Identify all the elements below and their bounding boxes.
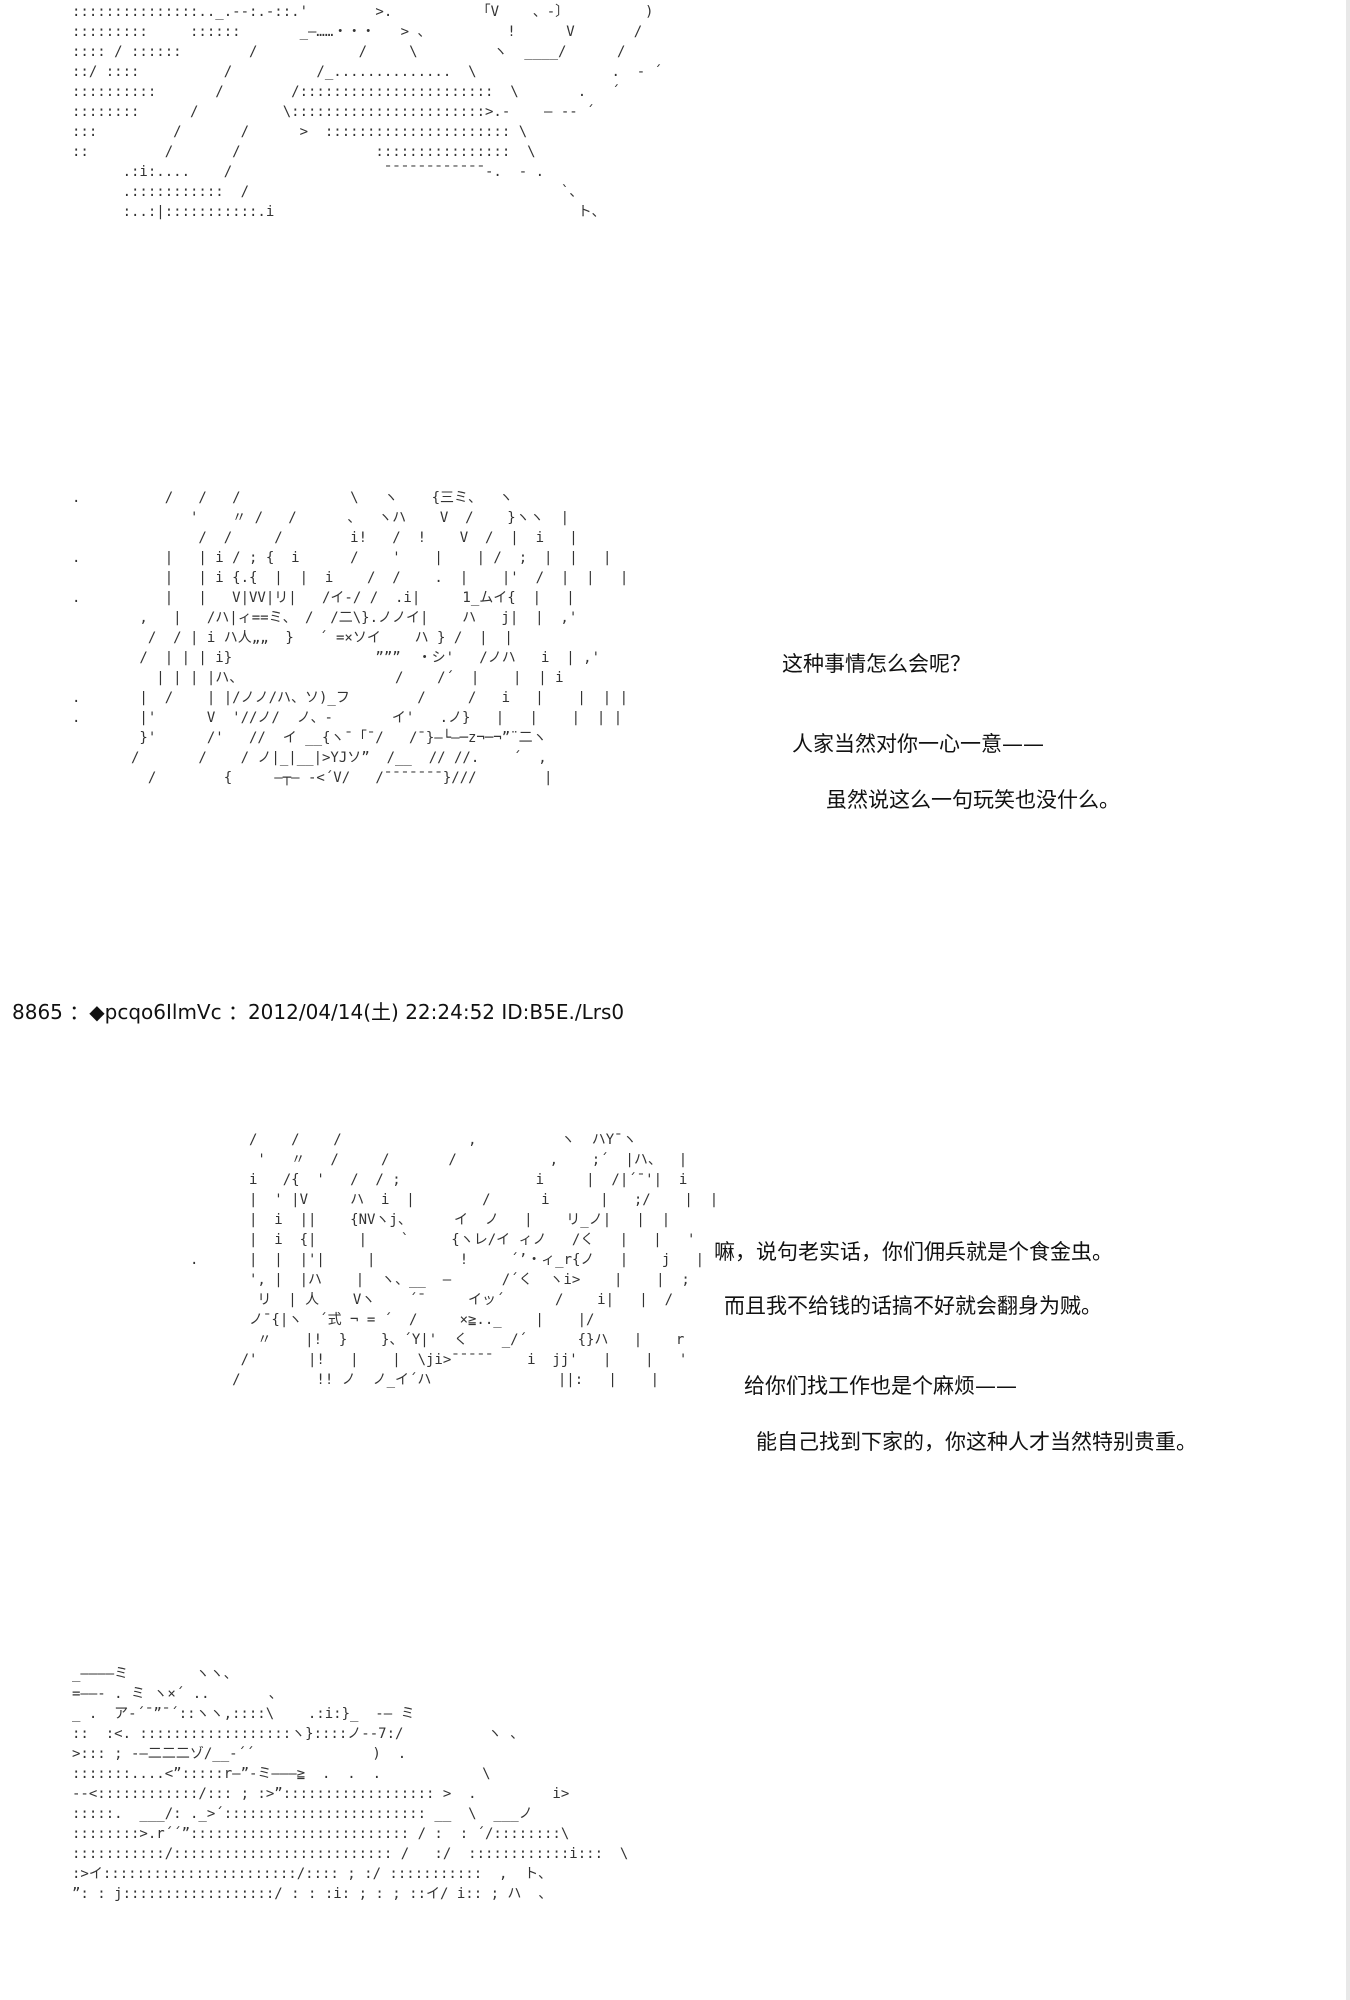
dialogue-line-4: 嘛，说句老实话，你们佣兵就是个食金虫。 xyxy=(714,1240,1113,1264)
ascii-art-top: :::::::::::::::.._.--:.-::.' >. 「V 、-〕 )… xyxy=(72,4,663,220)
dialogue-line-6: 给你们找工作也是个麻烦—— xyxy=(744,1374,1017,1398)
dialogue-line-2: 人家当然对你一心一意—— xyxy=(792,732,1044,756)
dialogue-line-3: 虽然说这么一句玩笑也没什么。 xyxy=(826,788,1120,812)
ascii-art-character-1: . / / / \ ヽ {三ミ、 ヽ ' 〃 / / 、 ヽハ V / }ヽヽ … xyxy=(72,490,629,786)
page-edge xyxy=(1346,0,1350,2000)
post-header: 8865 ：◆pcqo6IlmVc ：2012/04/14(土) 22:24:5… xyxy=(12,1000,625,1024)
dialogue-line-1: 这种事情怎么会呢？ xyxy=(782,652,971,676)
ascii-art-character-2: / / / , ヽ ハY¯ヽ ' 〃 / / / , ;´ |ハ、 | i /{… xyxy=(190,1132,719,1388)
dialogue-line-5: 而且我不给钱的话搞不好就会翻身为贼。 xyxy=(724,1294,1102,1318)
dialogue-line-7: 能自己找到下家的，你这种人才当然特别贵重。 xyxy=(756,1430,1197,1454)
ascii-art-bottom: _————ミ ヽヽ、 =——- . ミ ヽ×´ .. 、 _ . ア-´¯”¯´… xyxy=(72,1666,629,1902)
